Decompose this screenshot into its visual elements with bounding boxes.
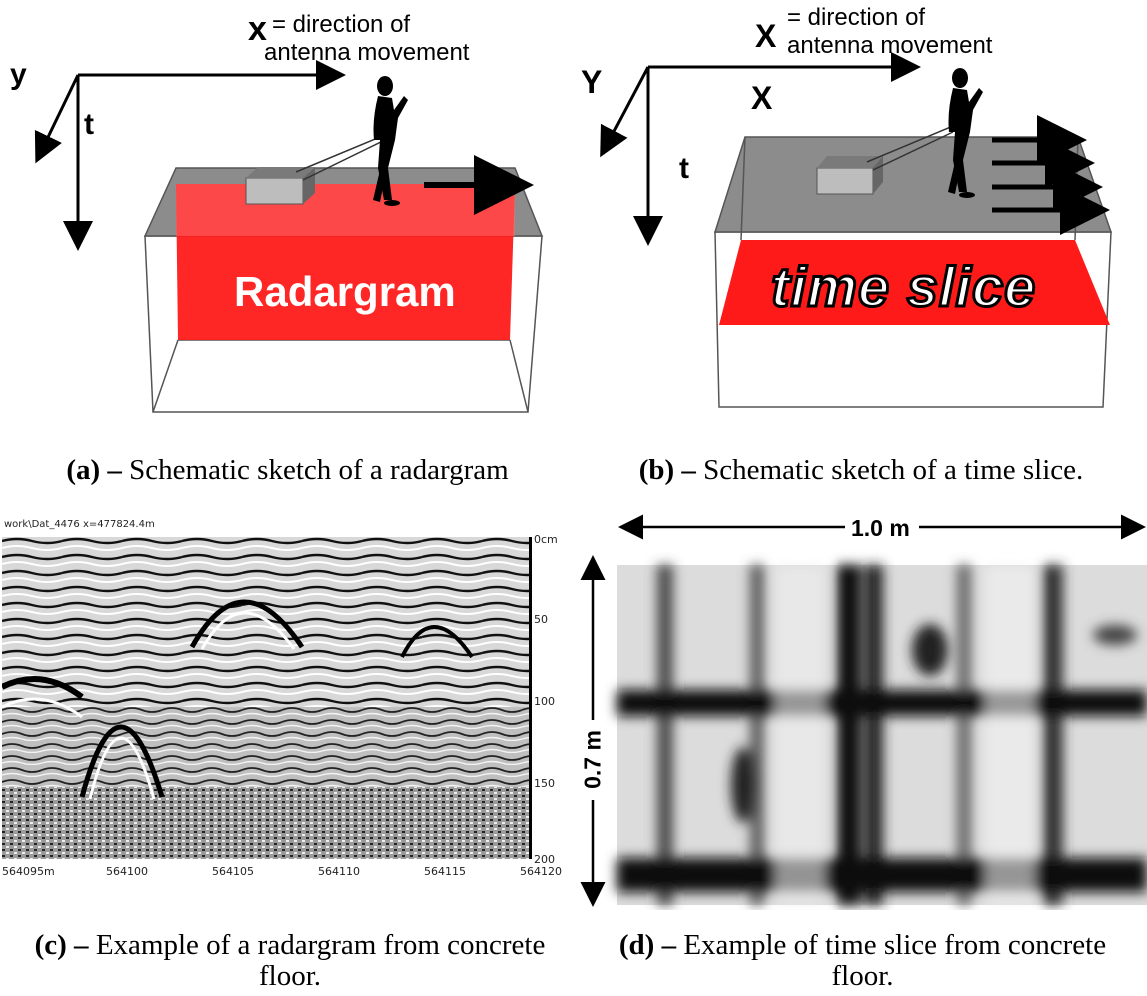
panel-c-radargram-example: work\Dat_4476 x=477824.4m [0,515,570,885]
direction-text-line1: = direction of [787,4,926,31]
depth-tick: 200 [534,853,555,866]
caption-d: (d) – Example of time slice from concret… [618,929,1107,992]
distance-tick: 564115 [424,865,466,878]
radargram-sketch-graphic [34,60,544,413]
panel-a-radargram-sketch: x = direction of antenna movement y t Ra… [0,0,570,440]
time-slice-image [617,565,1147,905]
time-slice-plane [719,240,1110,325]
depth-tick: 150 [534,777,555,790]
depth-tick: 0cm [534,533,558,546]
radargram-image [2,537,532,859]
direction-text-line2: antenna movement [787,32,993,59]
axis-x-letter: x [248,10,267,48]
caption-c: (c) – Example of a radargram from concre… [34,929,546,992]
width-dimension-label: 1.0 m [851,515,910,541]
operator-silhouette [948,68,983,198]
caption-a: (a) – Schematic sketch of a radargram [66,454,509,486]
direction-text-line1: = direction of [272,11,411,38]
time-slice-sketch-graphic [600,52,1113,408]
axis-t-letter: t [679,152,689,185]
direction-text-line2: antenna movement [264,39,470,66]
axis-y-line [34,74,80,164]
axis-X2-letter: X [751,80,773,116]
height-dimension-label: 0.7 m [579,730,606,789]
distance-tick: 564110 [318,865,360,878]
depth-tick: 100 [534,695,555,708]
radargram-plane-label: Radargram [234,268,456,315]
axis-X-letter: X [755,18,777,54]
distance-tick: 564120 [520,865,562,878]
axis-y-letter: y [10,58,27,91]
depth-tick: 50 [534,613,548,626]
panel-b-time-slice-sketch: X = direction of antenna movement Y X t … [575,0,1147,440]
time-slice-plane-label: time slice [769,254,1037,320]
distance-tick: 564095m [2,865,55,878]
radargram-header: work\Dat_4476 x=477824.4m [4,519,155,530]
distance-tick: 564105 [212,865,254,878]
axis-Y-letter: Y [581,64,603,100]
caption-b: (b) – Schematic sketch of a time slice. [638,454,1084,486]
distance-tick: 564100 [106,865,148,878]
axis-t-letter: t [84,108,94,141]
panel-d-time-slice-example: 1.0 m 0.7 m [575,510,1147,910]
operator-silhouette [373,76,408,206]
time-slice-dimension-graphic [580,514,1147,907]
antenna-box [245,177,304,205]
